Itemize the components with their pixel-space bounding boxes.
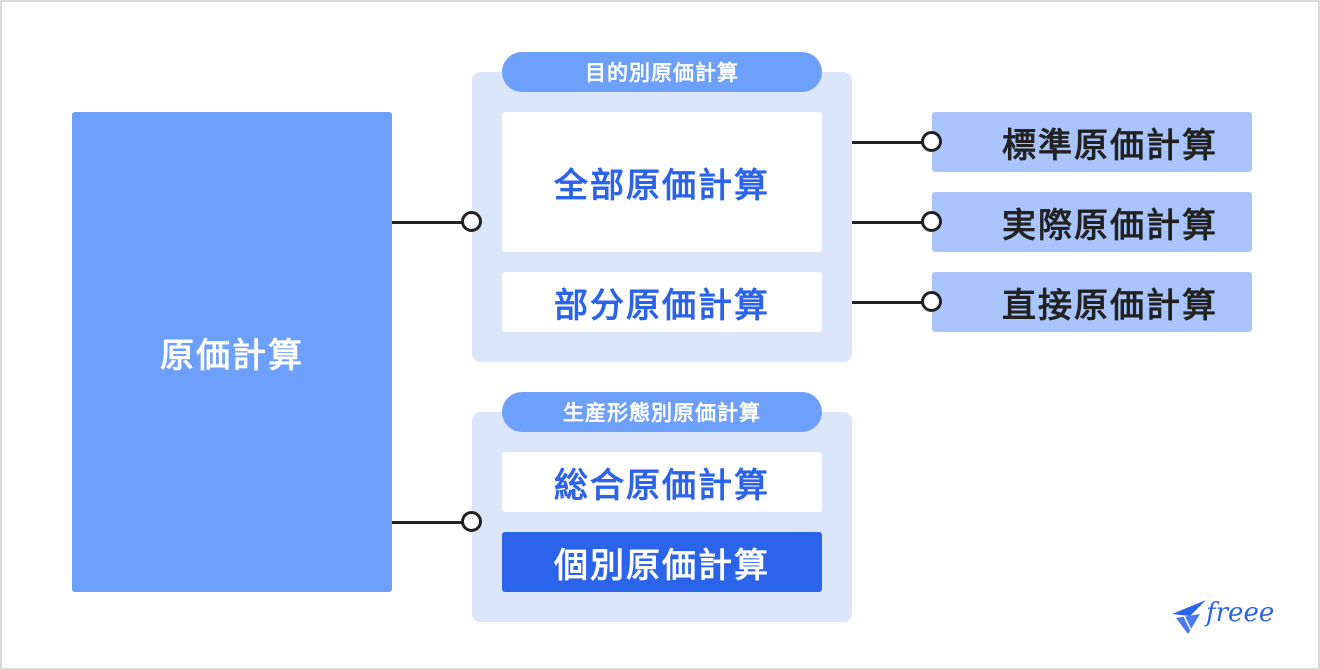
node-actual-costing-label: 実際原価計算 xyxy=(1002,205,1218,246)
node-full-costing: 全部原価計算 xyxy=(502,112,822,252)
group-purpose-title: 目的別原価計算 xyxy=(502,52,822,92)
connector-full-actual xyxy=(822,221,932,224)
root-node-label: 原価計算 xyxy=(160,335,304,376)
connector-root-production xyxy=(392,521,472,524)
group-production-title: 生産形態別原価計算 xyxy=(502,392,822,432)
node-job-order-costing: 個別原価計算 xyxy=(502,532,822,592)
connector-dot-standard xyxy=(921,131,942,152)
node-actual-costing: 実際原価計算 xyxy=(932,192,1252,252)
node-partial-costing-label: 部分原価計算 xyxy=(554,285,770,326)
node-standard-costing-label: 標準原価計算 xyxy=(1002,125,1218,166)
connector-dot-actual xyxy=(921,211,942,232)
group-purpose-title-text: 目的別原価計算 xyxy=(585,61,739,85)
node-partial-costing: 部分原価計算 xyxy=(502,272,822,332)
node-process-costing: 総合原価計算 xyxy=(502,452,822,512)
node-direct-costing-label: 直接原価計算 xyxy=(1002,285,1218,326)
connector-full-standard xyxy=(822,141,932,144)
bird-icon xyxy=(1172,600,1206,634)
connector-dot-direct xyxy=(921,291,942,312)
connector-partial-direct xyxy=(822,301,932,304)
connector-dot-purpose xyxy=(461,211,482,232)
connector-root-purpose xyxy=(392,221,472,224)
freee-logo-text: freee xyxy=(1206,598,1275,628)
group-production-title-text: 生産形態別原価計算 xyxy=(563,401,761,425)
node-direct-costing: 直接原価計算 xyxy=(932,272,1252,332)
node-process-costing-label: 総合原価計算 xyxy=(554,465,770,506)
node-full-costing-label: 全部原価計算 xyxy=(554,165,770,206)
root-node: 原価計算 xyxy=(72,112,392,592)
connector-dot-production xyxy=(461,511,482,532)
node-standard-costing: 標準原価計算 xyxy=(932,112,1252,172)
freee-logo: freee xyxy=(1170,592,1292,642)
node-job-order-costing-label: 個別原価計算 xyxy=(554,545,770,586)
